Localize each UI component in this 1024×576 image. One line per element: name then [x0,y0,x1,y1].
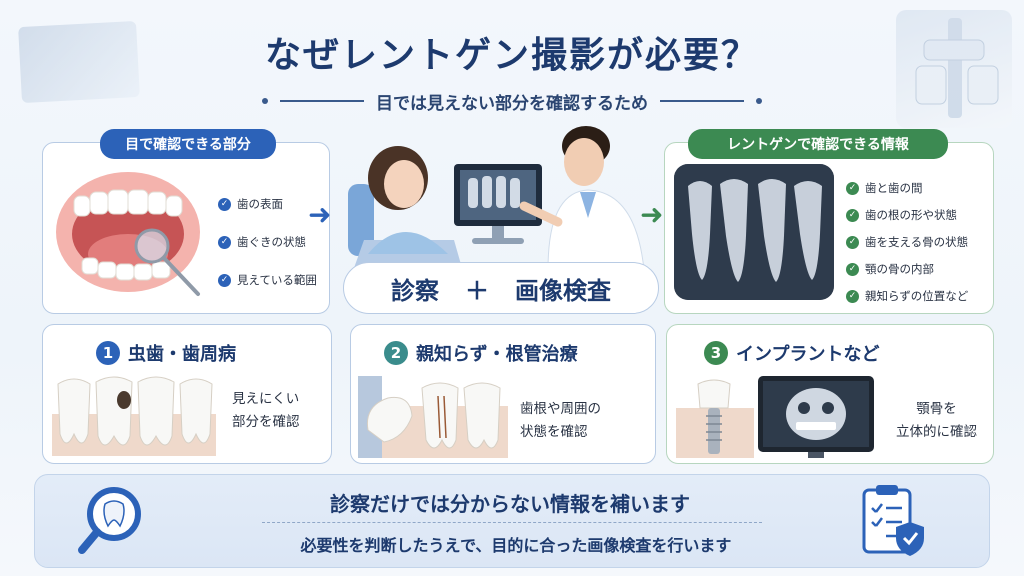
number-badge: 1 [96,341,120,365]
arrow-right-icon: ➜ [308,198,332,231]
exam-summary-box: 診察 ＋ 画像検査 [343,262,659,314]
xray-info-item: ✓親知らずの位置など [846,288,990,304]
check-icon: ✓ [218,235,231,249]
case-card-desc: 見えにくい 部分を確認 [232,391,300,430]
visual-check-label: 目で確認できる部分 [100,129,276,159]
subtitle-dot-left [262,98,268,104]
subtitle-dot-right [756,98,762,104]
number-badge: 3 [704,341,728,365]
visual-check-item: ✓歯ぐきの状態 [218,234,328,250]
dental-exam-illustration [344,122,658,271]
check-icon: ✓ [846,289,859,303]
case-card-desc: 顎骨を 立体的に確認 [896,401,977,440]
summary-subline: 必要性を判断したうえで、目的に合った画像検査を行います [300,536,732,555]
xray-info-label: レントゲンで確認できる情報 [688,129,948,159]
check-icon: ✓ [846,208,859,222]
number-badge: 2 [384,341,408,365]
check-icon: ✓ [846,181,859,195]
xray-info-item: ✓歯と歯の間 [846,180,990,196]
visual-check-item: ✓見えている範囲 [218,272,328,288]
magnifier-tooth-icon [76,482,156,558]
imaging-label: 画像検査 [515,276,611,305]
page-title: なぜレントゲン撮影が必要？ [264,35,759,76]
page-subtitle: 目では見えない部分を確認するため [376,93,648,114]
summary-banner [34,474,990,568]
subtitle-row: 目では見えない部分を確認するため [262,88,762,114]
summary-headline: 診察だけでは分からない情報を補います [330,492,690,516]
arrow-right-icon: ➜ [640,198,664,231]
visual-check-list: ✓歯の表面 ✓歯ぐきの状態 ✓見えている範囲 [218,196,328,288]
ct-scan-monitor [758,376,874,458]
case-card-title: 2 親知らず・根管治療 [384,340,578,366]
visual-check-item: ✓歯の表面 [218,196,328,212]
wisdom-tooth-illustration [358,376,508,458]
mouth-illustration [52,162,208,302]
case-card-title: 1 虫歯・歯周病 [96,340,236,366]
subtitle-rule-right [660,100,744,102]
check-icon: ✓ [846,262,859,276]
case-card-title: 3 インプラントなど [704,340,879,366]
check-icon: ✓ [846,235,859,249]
subtitle-rule-left [280,100,364,102]
xray-image [674,164,834,300]
xray-info-item: ✓顎の骨の内部 [846,261,990,277]
xray-info-item: ✓歯の根の形や状態 [846,207,990,223]
summary-divider [262,522,762,523]
check-icon: ✓ [218,273,231,287]
xray-info-list: ✓歯と歯の間 ✓歯の根の形や状態 ✓歯を支える骨の状態 ✓顎の骨の内部 ✓親知ら… [846,180,990,304]
decayed-tooth-illustration [52,374,216,456]
clipboard-shield-icon [854,482,930,558]
case-card-desc: 歯根や周囲の 状態を確認 [520,401,601,440]
check-icon: ✓ [218,197,231,211]
plus-icon: ＋ [465,276,489,305]
xray-info-item: ✓歯を支える骨の状態 [846,234,990,250]
xray-machine-decoration [896,10,1012,128]
exam-label: 診察 [391,276,439,305]
implant-illustration [676,378,754,458]
